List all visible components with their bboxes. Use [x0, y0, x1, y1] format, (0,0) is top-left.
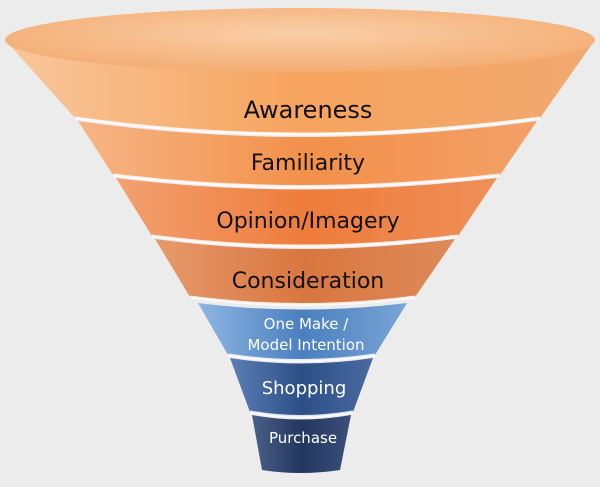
stage-label-opinion: Opinion/Imagery: [216, 209, 399, 234]
stage-label-intention-line2: Model Intention: [247, 336, 364, 354]
funnel-stage-familiarity: [78, 121, 537, 187]
stage-label-awareness: Awareness: [244, 96, 373, 124]
funnel-divider: [249, 410, 354, 418]
funnel-divider: [74, 116, 541, 136]
funnel-stage-intention: [198, 303, 407, 361]
funnel-divider: [112, 173, 501, 188]
funnel-stage-purchase: [252, 415, 351, 473]
stage-label-intention-line1: One Make /: [264, 315, 350, 333]
funnel-stage-shopping: [230, 358, 373, 417]
funnel-divider: [227, 353, 376, 362]
funnel-divider: [151, 234, 459, 248]
funnel-stage-consideration: [155, 239, 455, 305]
stage-label-purchase: Purchase: [269, 429, 337, 447]
funnel-divider: [189, 295, 416, 306]
stage-label-shopping: Shopping: [262, 378, 347, 399]
stage-label-familiarity: Familiarity: [251, 151, 365, 176]
funnel-rim: [5, 8, 595, 72]
funnel-stage-opinion: [116, 178, 497, 246]
stage-label-consideration: Consideration: [232, 269, 385, 294]
